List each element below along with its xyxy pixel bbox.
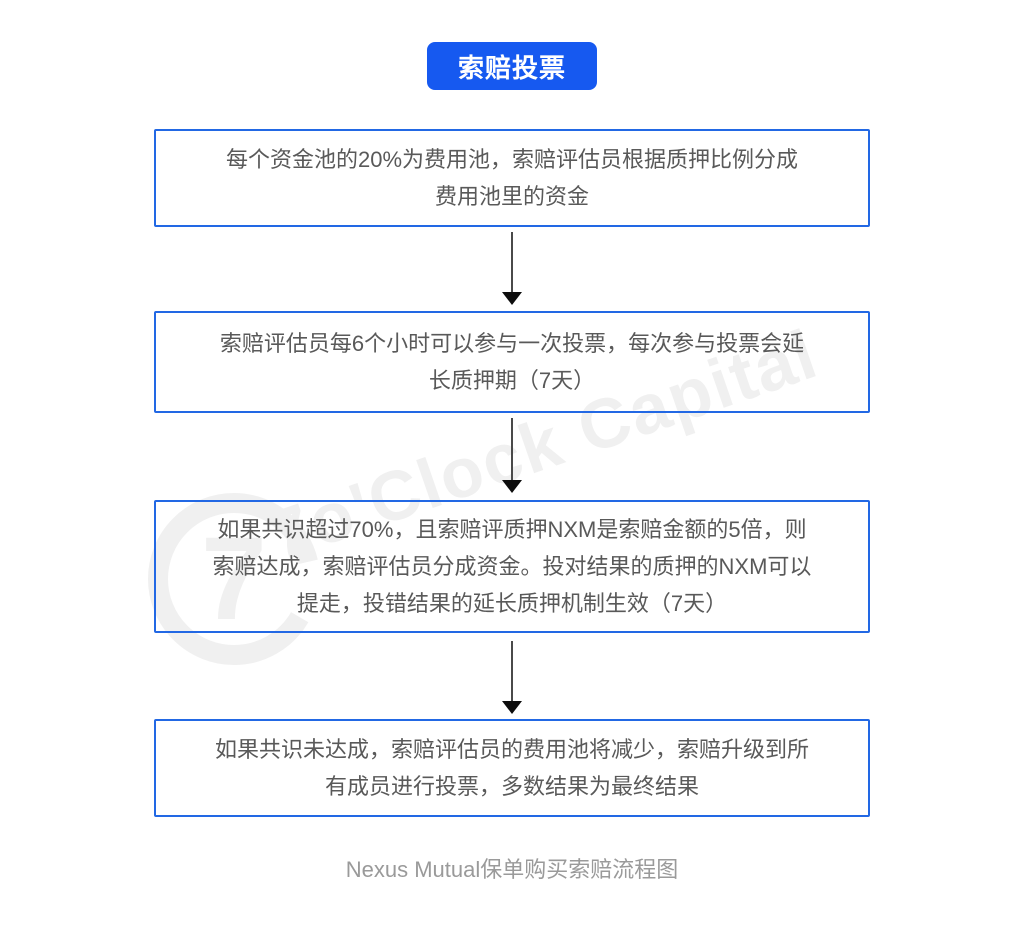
flow-box-text: 如果共识超过70%，且索赔评质押NXM是索赔金额的5倍，则 索赔达成，索赔评估员… (212, 517, 812, 616)
arrow-shaft (511, 418, 513, 480)
arrow-head (502, 292, 522, 305)
arrow-head (502, 480, 522, 493)
arrow-down-icon (502, 232, 522, 305)
title-badge: 索赔投票 (426, 42, 598, 90)
flow-box-text: 每个资金池的20%为费用池，索赔评估员根据质押比例分成 费用池里的资金 (225, 147, 799, 209)
flow-box-vote-interval: 索赔评估员每6个小时可以参与一次投票，每次参与投票会延 长质押期（7天） (154, 311, 870, 413)
flow-box-text: 索赔评估员每6个小时可以参与一次投票，每次参与投票会延 长质押期（7天） (219, 331, 805, 393)
flow-box-consensus-reached: 如果共识超过70%，且索赔评质押NXM是索赔金额的5倍，则 索赔达成，索赔评估员… (154, 500, 870, 633)
flow-box-fee-pool: 每个资金池的20%为费用池，索赔评估员根据质押比例分成 费用池里的资金 (154, 129, 870, 227)
arrow-down-icon (502, 641, 522, 714)
arrow-down-icon (502, 418, 522, 493)
flow-box-text: 如果共识未达成，索赔评估员的费用池将减少，索赔升级到所 有成员进行投票，多数结果… (214, 737, 809, 799)
arrow-shaft (511, 641, 513, 701)
title-badge-label: 索赔投票 (457, 52, 567, 83)
diagram-caption: Nexus Mutual保单购买索赔流程图 (345, 857, 679, 882)
arrow-shaft (511, 232, 513, 292)
flow-box-consensus-not-reached: 如果共识未达成，索赔评估员的费用池将减少，索赔升级到所 有成员进行投票，多数结果… (154, 719, 870, 817)
arrow-head (502, 701, 522, 714)
